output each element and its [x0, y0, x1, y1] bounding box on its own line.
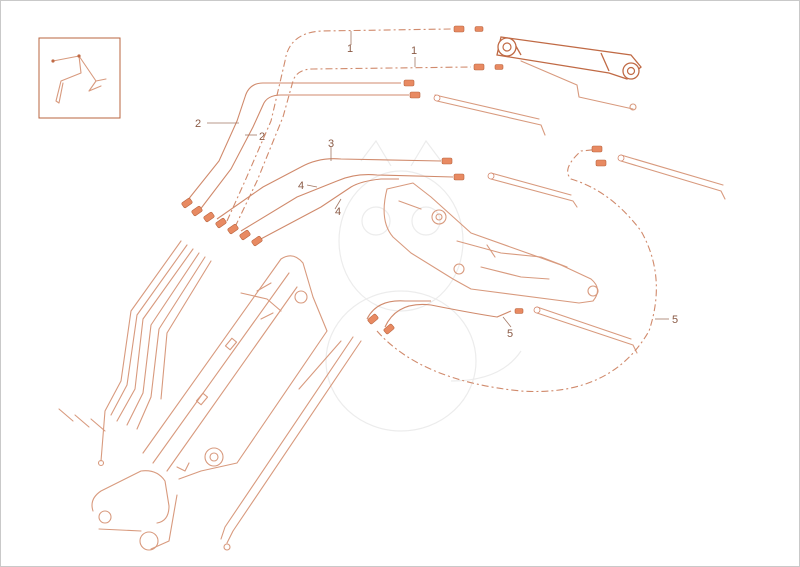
hose-4-lower — [234, 66, 472, 228]
hose-1b — [240, 174, 454, 232]
callout-3: 5 — [507, 328, 513, 340]
steel-tubes-right — [433, 94, 726, 354]
hose-5-long — [376, 148, 657, 393]
hydraulic-cylinder — [496, 36, 642, 111]
callout-4a: 1 — [347, 43, 353, 55]
watermark — [325, 139, 522, 432]
callout-2b: 4 — [335, 206, 341, 218]
hose-2-upper — [186, 82, 401, 202]
callout-labels: 1 1 2 2 3 4 4 5 5 — [195, 43, 678, 340]
boom-arm — [91, 255, 328, 551]
hose-1 — [216, 158, 442, 220]
callout-5b: 5 — [672, 314, 678, 326]
assembly-location-icon — [38, 37, 121, 119]
callout-4b: 1 — [411, 45, 417, 57]
hose-4-upper — [226, 28, 452, 222]
callout-1a: 3 — [328, 138, 334, 150]
hose-3b — [366, 300, 431, 320]
hose-3 — [384, 303, 512, 328]
tube-bundle-left — [58, 240, 212, 467]
steel-tubes-lower — [220, 336, 362, 551]
callout-5a: 2 — [195, 118, 201, 130]
hose-2-lower — [256, 178, 399, 242]
stick-arm — [383, 182, 599, 304]
hose-fittings — [181, 25, 607, 335]
hose-2-mid — [198, 94, 409, 212]
callout-2a: 2 — [259, 131, 265, 143]
callout-1b: 4 — [298, 180, 304, 192]
callout-leaders — [207, 31, 669, 328]
